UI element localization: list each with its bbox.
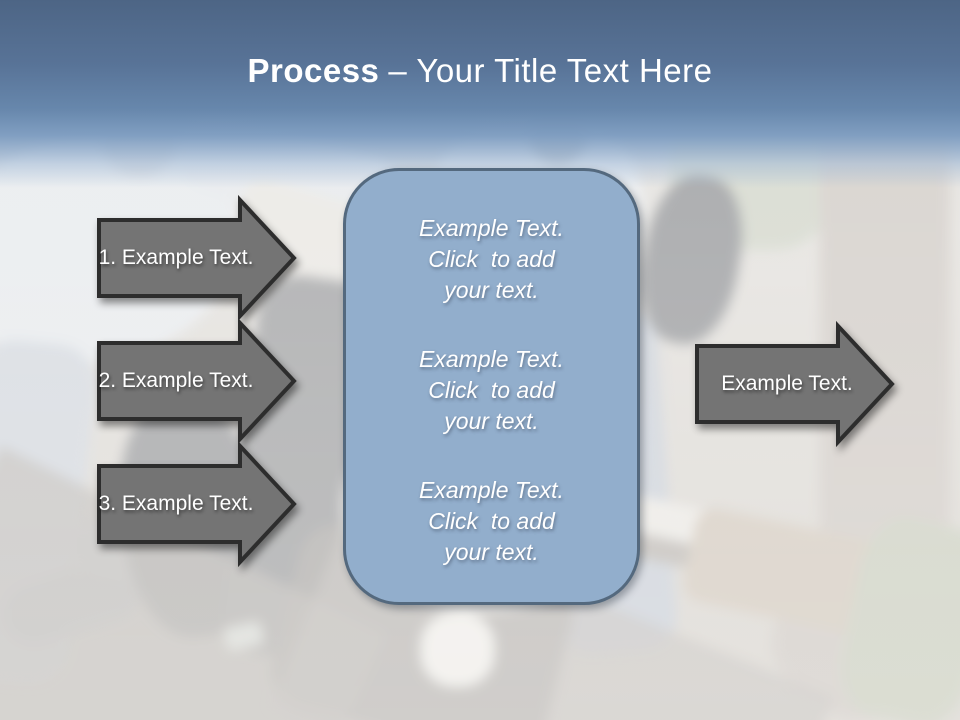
panel-line: your text. xyxy=(444,539,539,565)
panel-line: Click to add xyxy=(428,246,555,272)
title-rest: – Your Title Text Here xyxy=(388,52,713,89)
panel-line: Click to add xyxy=(428,377,555,403)
process-arrow-step-2[interactable]: 2. Example Text. xyxy=(97,317,297,445)
panel-line: Example Text. xyxy=(419,477,564,503)
arrow-right-shape xyxy=(97,317,297,445)
title-emphasis: Process xyxy=(247,52,380,89)
panel-text-block-2: Example Text. Click to add your text. xyxy=(362,344,621,437)
panel-text-block-1: Example Text. Click to add your text. xyxy=(362,213,621,306)
arrow-step-3-label: 3. Example Text. xyxy=(98,492,254,515)
arrow-right-shape xyxy=(97,194,297,322)
panel-line: Example Text. xyxy=(419,346,564,372)
slide-title: Process– Your Title Text Here xyxy=(0,52,960,90)
panel-line: your text. xyxy=(444,408,539,434)
panel-text-block-3: Example Text. Click to add your text. xyxy=(362,475,621,568)
arrow-right-shape xyxy=(695,320,895,448)
process-arrow-result[interactable]: Example Text. xyxy=(695,320,895,448)
panel-line: your text. xyxy=(444,277,539,303)
arrow-step-2-label: 2. Example Text. xyxy=(98,369,254,392)
process-arrow-step-1[interactable]: 1. Example Text. xyxy=(97,194,297,322)
photo-plastic-bag xyxy=(420,612,495,687)
title-band xyxy=(0,0,960,188)
center-text-panel[interactable]: Example Text. Click to add your text. Ex… xyxy=(343,168,640,605)
arrow-result-label: Example Text. xyxy=(721,372,853,395)
panel-line: Click to add xyxy=(428,508,555,534)
arrow-step-1-label: 1. Example Text. xyxy=(98,246,254,269)
panel-line: Example Text. xyxy=(419,215,564,241)
arrow-right-shape xyxy=(97,440,297,568)
process-arrow-step-3[interactable]: 3. Example Text. xyxy=(97,440,297,568)
